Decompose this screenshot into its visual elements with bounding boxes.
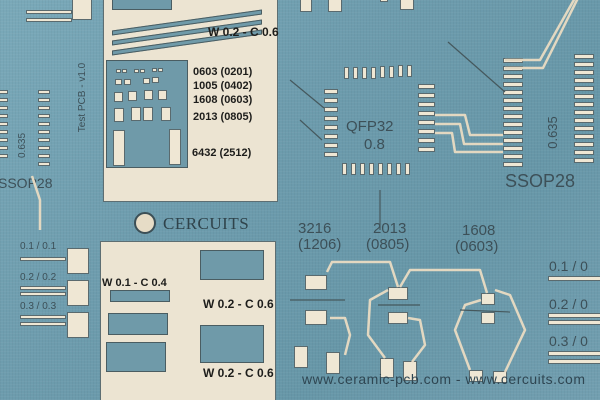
pad-0402 xyxy=(124,79,131,85)
package-imperial-label: (0603) xyxy=(455,238,499,255)
gap-label: 0.3 / 0.3 xyxy=(20,301,57,312)
gap-label: 0.1 / 0.1 xyxy=(20,241,57,252)
trace-gap xyxy=(200,325,264,363)
pad-0603 xyxy=(158,90,167,100)
pad-0201 xyxy=(152,68,157,72)
gap-test-strip xyxy=(20,257,66,261)
gap-test-strip xyxy=(548,320,600,325)
top-pad xyxy=(380,0,388,2)
trace-gap xyxy=(110,290,170,302)
top-pad xyxy=(72,0,92,20)
trace-width-label: W 0.2 - C 0.6 xyxy=(203,297,274,311)
pad-0805 xyxy=(143,107,153,121)
trace-gap xyxy=(106,342,166,372)
pad-0805 xyxy=(403,361,417,381)
gap-label: 0.3 / 0 xyxy=(549,333,588,349)
footprint-label: 2013 (0805) xyxy=(193,111,253,123)
footprint-label: 6432 (2512) xyxy=(192,147,252,159)
pad-1206 xyxy=(305,310,327,325)
pad-0201 xyxy=(122,69,127,73)
gap-label: 0.2 / 0 xyxy=(549,296,588,312)
footprint-label: 1608 (0603) xyxy=(193,94,253,106)
pad-0402 xyxy=(143,78,150,84)
top-strip xyxy=(26,10,72,14)
trace-width-label: W 0.2 - C 0.6 xyxy=(208,25,279,39)
gap-test-strip xyxy=(548,313,600,318)
gap-test-strip xyxy=(20,322,66,326)
pad-1206 xyxy=(305,275,327,290)
pad-0805 xyxy=(380,358,394,378)
pad-0201 xyxy=(140,69,145,73)
watermark-text: www.ceramic-pcb.com - www.cercuits.com xyxy=(302,371,586,387)
top-pad xyxy=(300,0,312,12)
gap-test-pad xyxy=(67,312,89,338)
qfp-pitch-label: 0.8 xyxy=(364,136,385,153)
footprint-label: 0603 (0201) xyxy=(193,66,253,78)
gap-test-strip xyxy=(548,276,600,281)
pad-0603 xyxy=(493,371,507,383)
pad-0201 xyxy=(116,69,121,73)
pad-0603 xyxy=(481,312,495,324)
ssop-right-label: SSOP28 xyxy=(505,171,576,191)
package-imperial-label: (1206) xyxy=(298,236,342,253)
gap-test-strip xyxy=(20,286,66,290)
pad-0201 xyxy=(134,69,139,73)
pad-0201 xyxy=(158,68,163,72)
gap-test-pad xyxy=(67,248,89,274)
gap-test-strip xyxy=(20,315,66,319)
ssop-left-label: SSOP28 xyxy=(0,175,53,191)
top-pad xyxy=(328,0,342,12)
pad-0805 xyxy=(131,107,141,121)
qfp-name-label: QFP32 xyxy=(346,118,394,135)
gap-label: 0.1 / 0 xyxy=(549,258,588,274)
gap-test-strip xyxy=(548,359,600,364)
gap-test-strip xyxy=(20,292,66,296)
gap-test-strip xyxy=(548,351,600,356)
trace-width-label: W 0.1 - C 0.4 xyxy=(102,277,167,289)
pad-2512 xyxy=(169,129,181,165)
cercuits-logo xyxy=(134,212,156,234)
pad-0603 xyxy=(128,91,137,101)
pad-2512 xyxy=(113,130,125,166)
pad-0805 xyxy=(388,312,408,324)
gap-test-pad xyxy=(67,280,89,306)
pad-0805 xyxy=(114,108,124,122)
pad-0402 xyxy=(115,79,122,85)
trace-gap xyxy=(108,313,168,335)
package-metric-label: 1608 xyxy=(462,222,496,239)
trace-gap xyxy=(200,250,264,280)
pad-1206 xyxy=(294,346,308,368)
package-imperial-label: (0805) xyxy=(366,236,410,253)
trace-width-label: W 0.2 - C 0.6 xyxy=(203,366,274,380)
trace-gap xyxy=(112,0,172,10)
pad-0603 xyxy=(481,293,495,305)
top-strip xyxy=(26,18,72,22)
pad-0402 xyxy=(152,77,159,83)
pad-0603 xyxy=(114,92,123,102)
pad-0603 xyxy=(144,90,153,100)
logo-text: CERCUITS xyxy=(163,214,250,233)
package-metric-label: 2013 xyxy=(373,220,407,237)
top-pad xyxy=(400,0,414,10)
footprint-label: 1005 (0402) xyxy=(193,80,253,92)
gap-label: 0.2 / 0.2 xyxy=(20,272,57,283)
package-metric-label: 3216 xyxy=(298,220,332,237)
pad-0603 xyxy=(469,370,483,382)
pad-1206 xyxy=(326,352,340,374)
pad-0805 xyxy=(161,107,171,121)
pad-0805 xyxy=(388,287,408,300)
